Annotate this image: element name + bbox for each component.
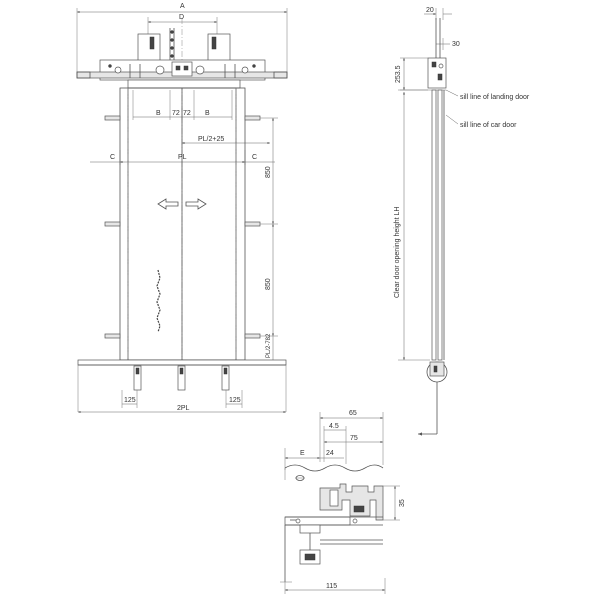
dim-c-left-label: C	[110, 154, 115, 161]
dim-35-label: 35	[399, 499, 406, 507]
break-line	[284, 464, 384, 472]
dim-pl-label: PL	[178, 154, 187, 161]
sill-detail	[280, 412, 400, 594]
left-bracket	[137, 33, 161, 63]
dim-125-left-label: 125	[124, 397, 136, 404]
dim-253-label: 253.5	[395, 65, 402, 83]
dim-pl-half-label: PL/2+25	[198, 136, 224, 143]
dim-115-label: 115	[326, 583, 337, 590]
dim-850-bottom-label: 850	[265, 278, 272, 290]
dim-75-label: 75	[350, 435, 358, 442]
dim-c-right-label: C	[252, 154, 257, 161]
sill	[77, 359, 287, 366]
dim-65-label: 65	[349, 410, 357, 417]
dim-850-top-label: 850	[265, 166, 272, 178]
front-view	[76, 8, 288, 413]
dim-e-label: E	[300, 450, 305, 457]
dim-72-right-label: 72	[183, 110, 191, 117]
dim-2pl-label: 2PL	[177, 405, 190, 412]
dim-b-left-label: B	[156, 110, 161, 117]
opening-height-label: Clear door opening height LH	[394, 207, 401, 298]
door-cable	[156, 269, 161, 333]
dim-125-right-label: 125	[229, 397, 241, 404]
sill-car-label: sill line of car door	[460, 122, 517, 129]
wall-anchors	[104, 115, 261, 339]
side-header	[427, 57, 447, 89]
dim-24-label: 24	[326, 450, 334, 457]
sill-supports	[133, 365, 230, 391]
dim-72-left-label: 72	[172, 110, 180, 117]
sill-profile	[319, 483, 384, 521]
dim-pl-side-label: PL/2-782	[266, 333, 272, 358]
door-frame	[119, 87, 246, 361]
side-view	[398, 8, 459, 436]
dim-a-label: A	[180, 3, 185, 10]
operator-mechanism	[108, 61, 256, 78]
chain-icon	[169, 28, 175, 60]
dim-20-label: 20	[426, 7, 434, 14]
door-open-arrows-icon	[157, 198, 207, 210]
dim-30-label: 30	[452, 41, 460, 48]
dim-d-label: D	[179, 14, 184, 21]
dim-4-5-label: 4.5	[329, 423, 339, 430]
side-landing-door	[431, 89, 437, 361]
dim-b-right-label: B	[205, 110, 210, 117]
side-car-door	[437, 89, 443, 361]
right-bracket	[207, 33, 231, 63]
sill-landing-label: sill line of landing door	[460, 94, 530, 101]
